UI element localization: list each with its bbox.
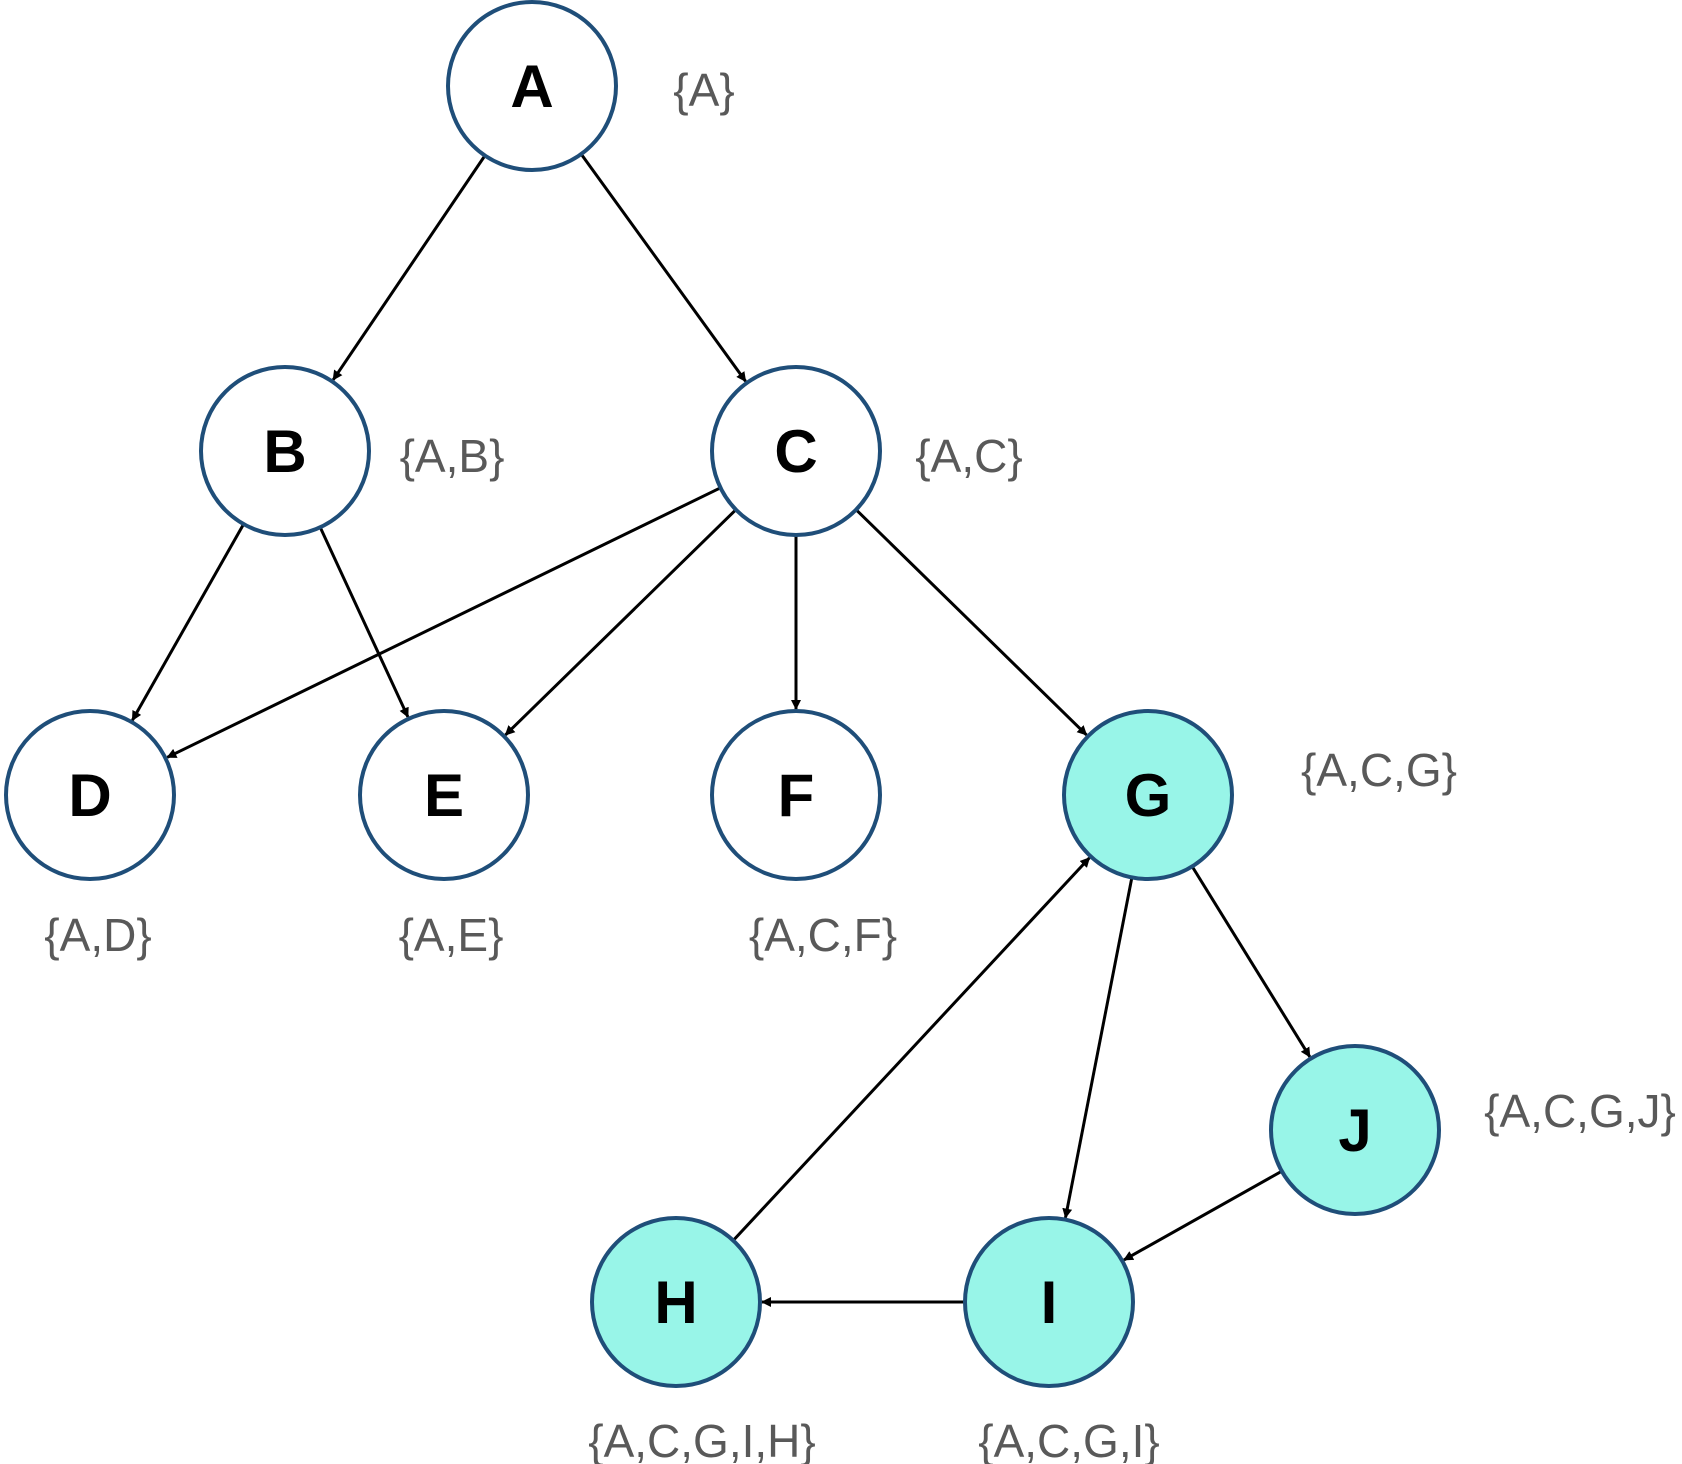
- set-label-c: {A,C}: [915, 430, 1022, 482]
- node-label-f: F: [778, 762, 815, 829]
- node-label-h: H: [654, 1269, 697, 1336]
- edges-layer: [131, 153, 1312, 1307]
- set-label-e: {A,E}: [399, 909, 504, 961]
- edge-h-to-g: [732, 856, 1091, 1242]
- set-label-h: {A,C,G,I,H}: [588, 1415, 816, 1464]
- node-circle-b: [199, 365, 371, 537]
- set-label-a: {A}: [673, 64, 734, 116]
- node-h: H: [590, 1216, 762, 1388]
- node-circle-g: [1062, 709, 1234, 881]
- edge-c-to-d: [166, 486, 722, 759]
- node-f: F: [710, 709, 882, 881]
- nodes-layer: A B C D E F G J H I: [4, 0, 1441, 1388]
- edge-g-to-i: [1062, 877, 1134, 1219]
- set-label-g: {A,C,G}: [1301, 744, 1457, 796]
- node-g: G: [1062, 709, 1234, 881]
- node-circle-f: [710, 709, 882, 881]
- node-label-a: A: [510, 53, 553, 120]
- sets-layer: {A} {A,B} {A,C} {A,D} {A,E} {A,C,F} {A,C,G} {A,…: [44, 64, 1676, 1464]
- node-circle-i: [963, 1216, 1135, 1388]
- node-circle-j: [1269, 1044, 1441, 1216]
- edge-j-to-i: [1123, 1169, 1283, 1262]
- node-circle-a: [446, 0, 618, 172]
- node-e: E: [358, 709, 530, 881]
- node-label-e: E: [424, 762, 464, 829]
- edge-b-to-d: [131, 523, 245, 722]
- set-label-d: {A,D}: [44, 909, 151, 961]
- set-label-f: {A,C,F}: [749, 909, 897, 961]
- node-label-i: I: [1041, 1269, 1058, 1336]
- edge-c-to-g: [855, 508, 1088, 736]
- node-circle-d: [4, 709, 176, 881]
- node-label-c: C: [774, 418, 817, 485]
- node-circle-h: [590, 1216, 762, 1388]
- node-i: I: [963, 1216, 1135, 1388]
- node-label-b: B: [263, 418, 306, 485]
- node-c: C: [710, 365, 882, 537]
- node-label-j: J: [1338, 1097, 1371, 1164]
- node-a: A: [446, 0, 618, 172]
- edge-c-to-e: [504, 508, 737, 736]
- node-label-d: D: [68, 762, 111, 829]
- set-label-j: {A,C,G,J}: [1484, 1085, 1676, 1137]
- edge-g-to-j: [1190, 865, 1312, 1058]
- set-label-i: {A,C,G,I}: [978, 1415, 1160, 1464]
- edge-b-to-e: [318, 526, 410, 718]
- node-b: B: [199, 365, 371, 537]
- node-j: J: [1269, 1044, 1441, 1216]
- set-label-b: {A,B}: [400, 430, 505, 482]
- node-circle-c: [710, 365, 882, 537]
- edge-a-to-b: [331, 154, 487, 381]
- node-label-g: G: [1125, 762, 1172, 829]
- edge-a-to-c: [579, 153, 747, 383]
- node-d: D: [4, 709, 176, 881]
- node-circle-e: [358, 709, 530, 881]
